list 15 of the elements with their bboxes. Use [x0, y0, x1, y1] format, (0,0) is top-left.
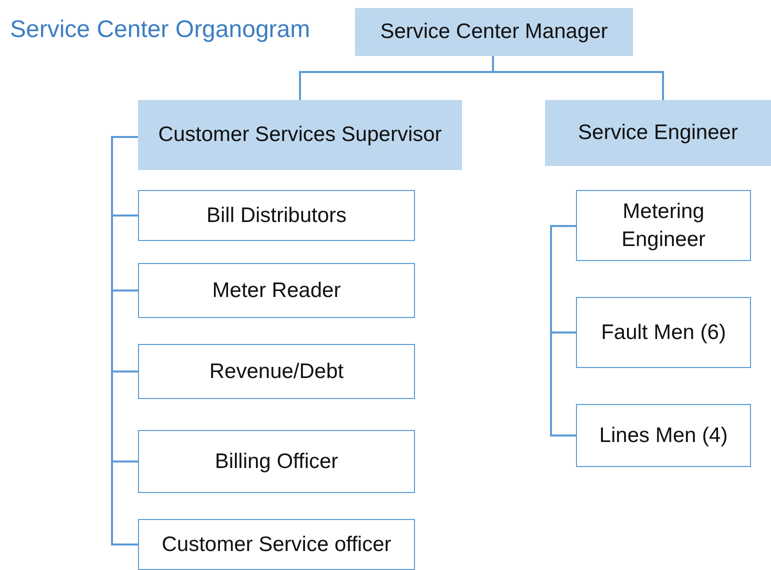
role-box: Revenue/Debt [138, 344, 415, 399]
role-box: Meter Reader [138, 263, 415, 318]
role-box-highlighted: Service Center Manager [355, 8, 633, 56]
role-box: Fault Men (6) [576, 297, 751, 368]
role-box: Metering Engineer [576, 190, 751, 261]
role-box-highlighted: Customer Services Supervisor [138, 100, 462, 170]
role-box-highlighted: Service Engineer [545, 100, 771, 166]
role-box: Billing Officer [138, 430, 415, 493]
role-box: Customer Service officer [138, 519, 415, 570]
role-box: Lines Men (4) [576, 404, 751, 467]
connector-line [111, 136, 138, 546]
connector-line [492, 56, 664, 100]
connector-line [550, 225, 576, 436]
diagram-title: Service Center Organogram [10, 16, 310, 44]
role-box: Bill Distributors [138, 190, 415, 241]
